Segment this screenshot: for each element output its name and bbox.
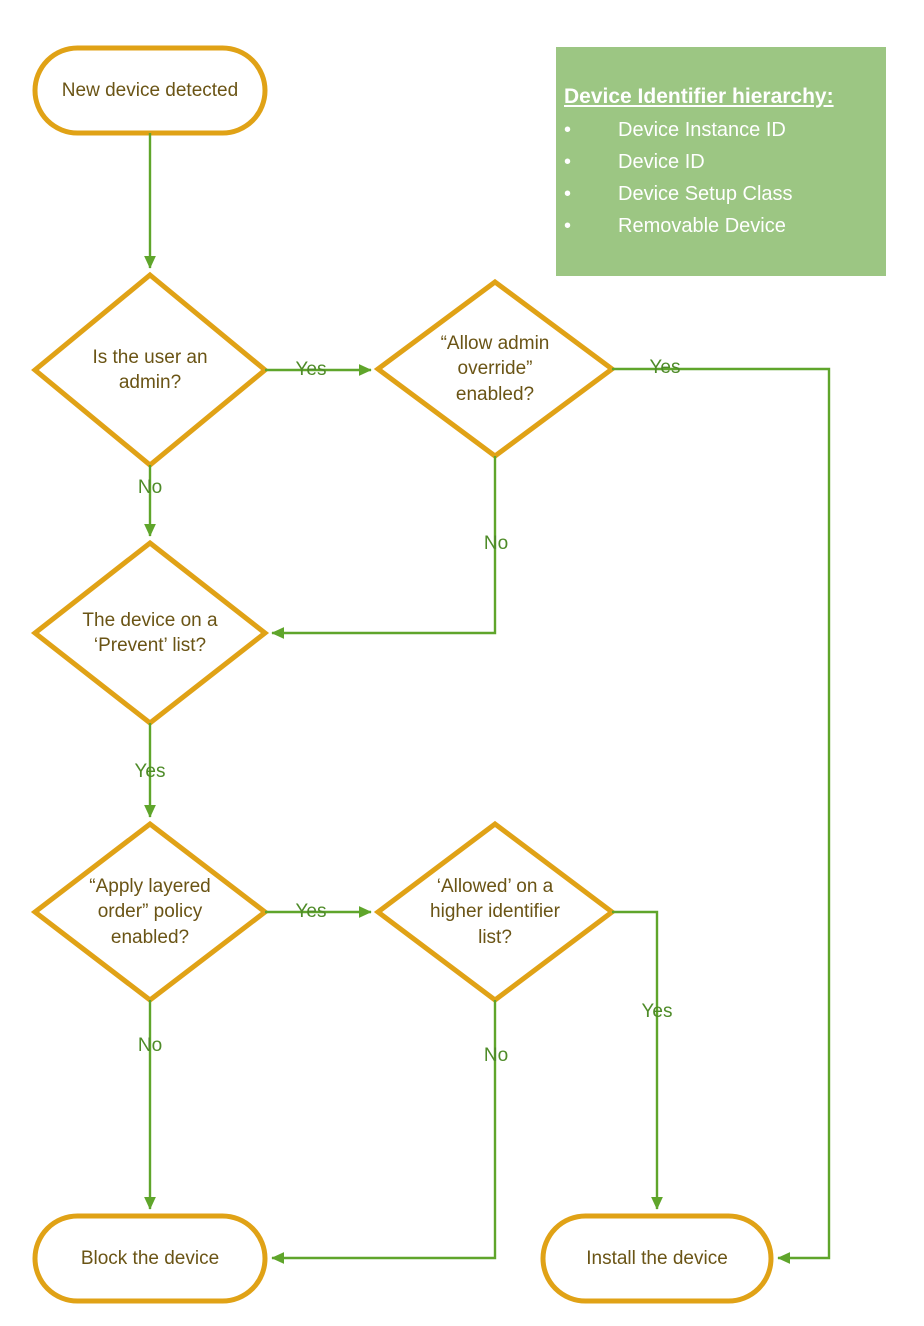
legend-item-label: Removable Device (618, 215, 786, 238)
edge-label-admin-override-no: No (483, 533, 509, 554)
node-prevent-list-shape (30, 539, 270, 727)
bullet-icon: • (564, 183, 572, 206)
edge-label-layered-order-no: No (137, 1035, 163, 1056)
legend-item: • Device Instance ID (556, 114, 886, 146)
edge-label-higher-list-no: No (483, 1045, 509, 1066)
legend-panel: Device Identifier hierarchy: • Device In… (556, 47, 886, 276)
legend-item-label: Device Setup Class (618, 183, 793, 206)
edge-label-admin-override-yes: Yes (649, 357, 681, 378)
edge-label-is-admin-yes: Yes (295, 359, 327, 380)
edge-admin-override-no (271, 456, 497, 639)
bullet-icon: • (564, 119, 572, 142)
legend-item: • Device ID (556, 146, 886, 178)
node-is-admin-shape (31, 271, 269, 469)
edge-label-prevent-list-yes: Yes (134, 761, 166, 782)
legend-item-label: Device ID (618, 151, 705, 174)
legend-title: Device Identifier hierarchy: (564, 85, 834, 108)
node-admin-override-shape (373, 278, 617, 460)
node-start-shape (32, 45, 268, 136)
edge-higher-list-no (271, 1000, 497, 1264)
node-install-shape (540, 1213, 774, 1304)
legend-item: • Device Setup Class (556, 178, 886, 210)
bullet-icon: • (564, 215, 572, 238)
edge-label-is-admin-no: No (137, 477, 163, 498)
edge-higher-list-yes (612, 910, 663, 1210)
bullet-icon: • (564, 151, 572, 174)
legend-item-label: Device Instance ID (618, 119, 786, 142)
node-higher-list-shape (373, 820, 617, 1004)
legend-list: • Device Instance ID • Device ID • Devic… (556, 114, 886, 242)
legend-item: • Removable Device (556, 210, 886, 242)
node-layered-order-shape (30, 820, 270, 1004)
edge-label-higher-list-yes: Yes (641, 1001, 673, 1022)
edge-admin-override-yes (612, 367, 831, 1264)
edge-label-layered-order-yes: Yes (295, 901, 327, 922)
node-block-shape (32, 1213, 268, 1304)
